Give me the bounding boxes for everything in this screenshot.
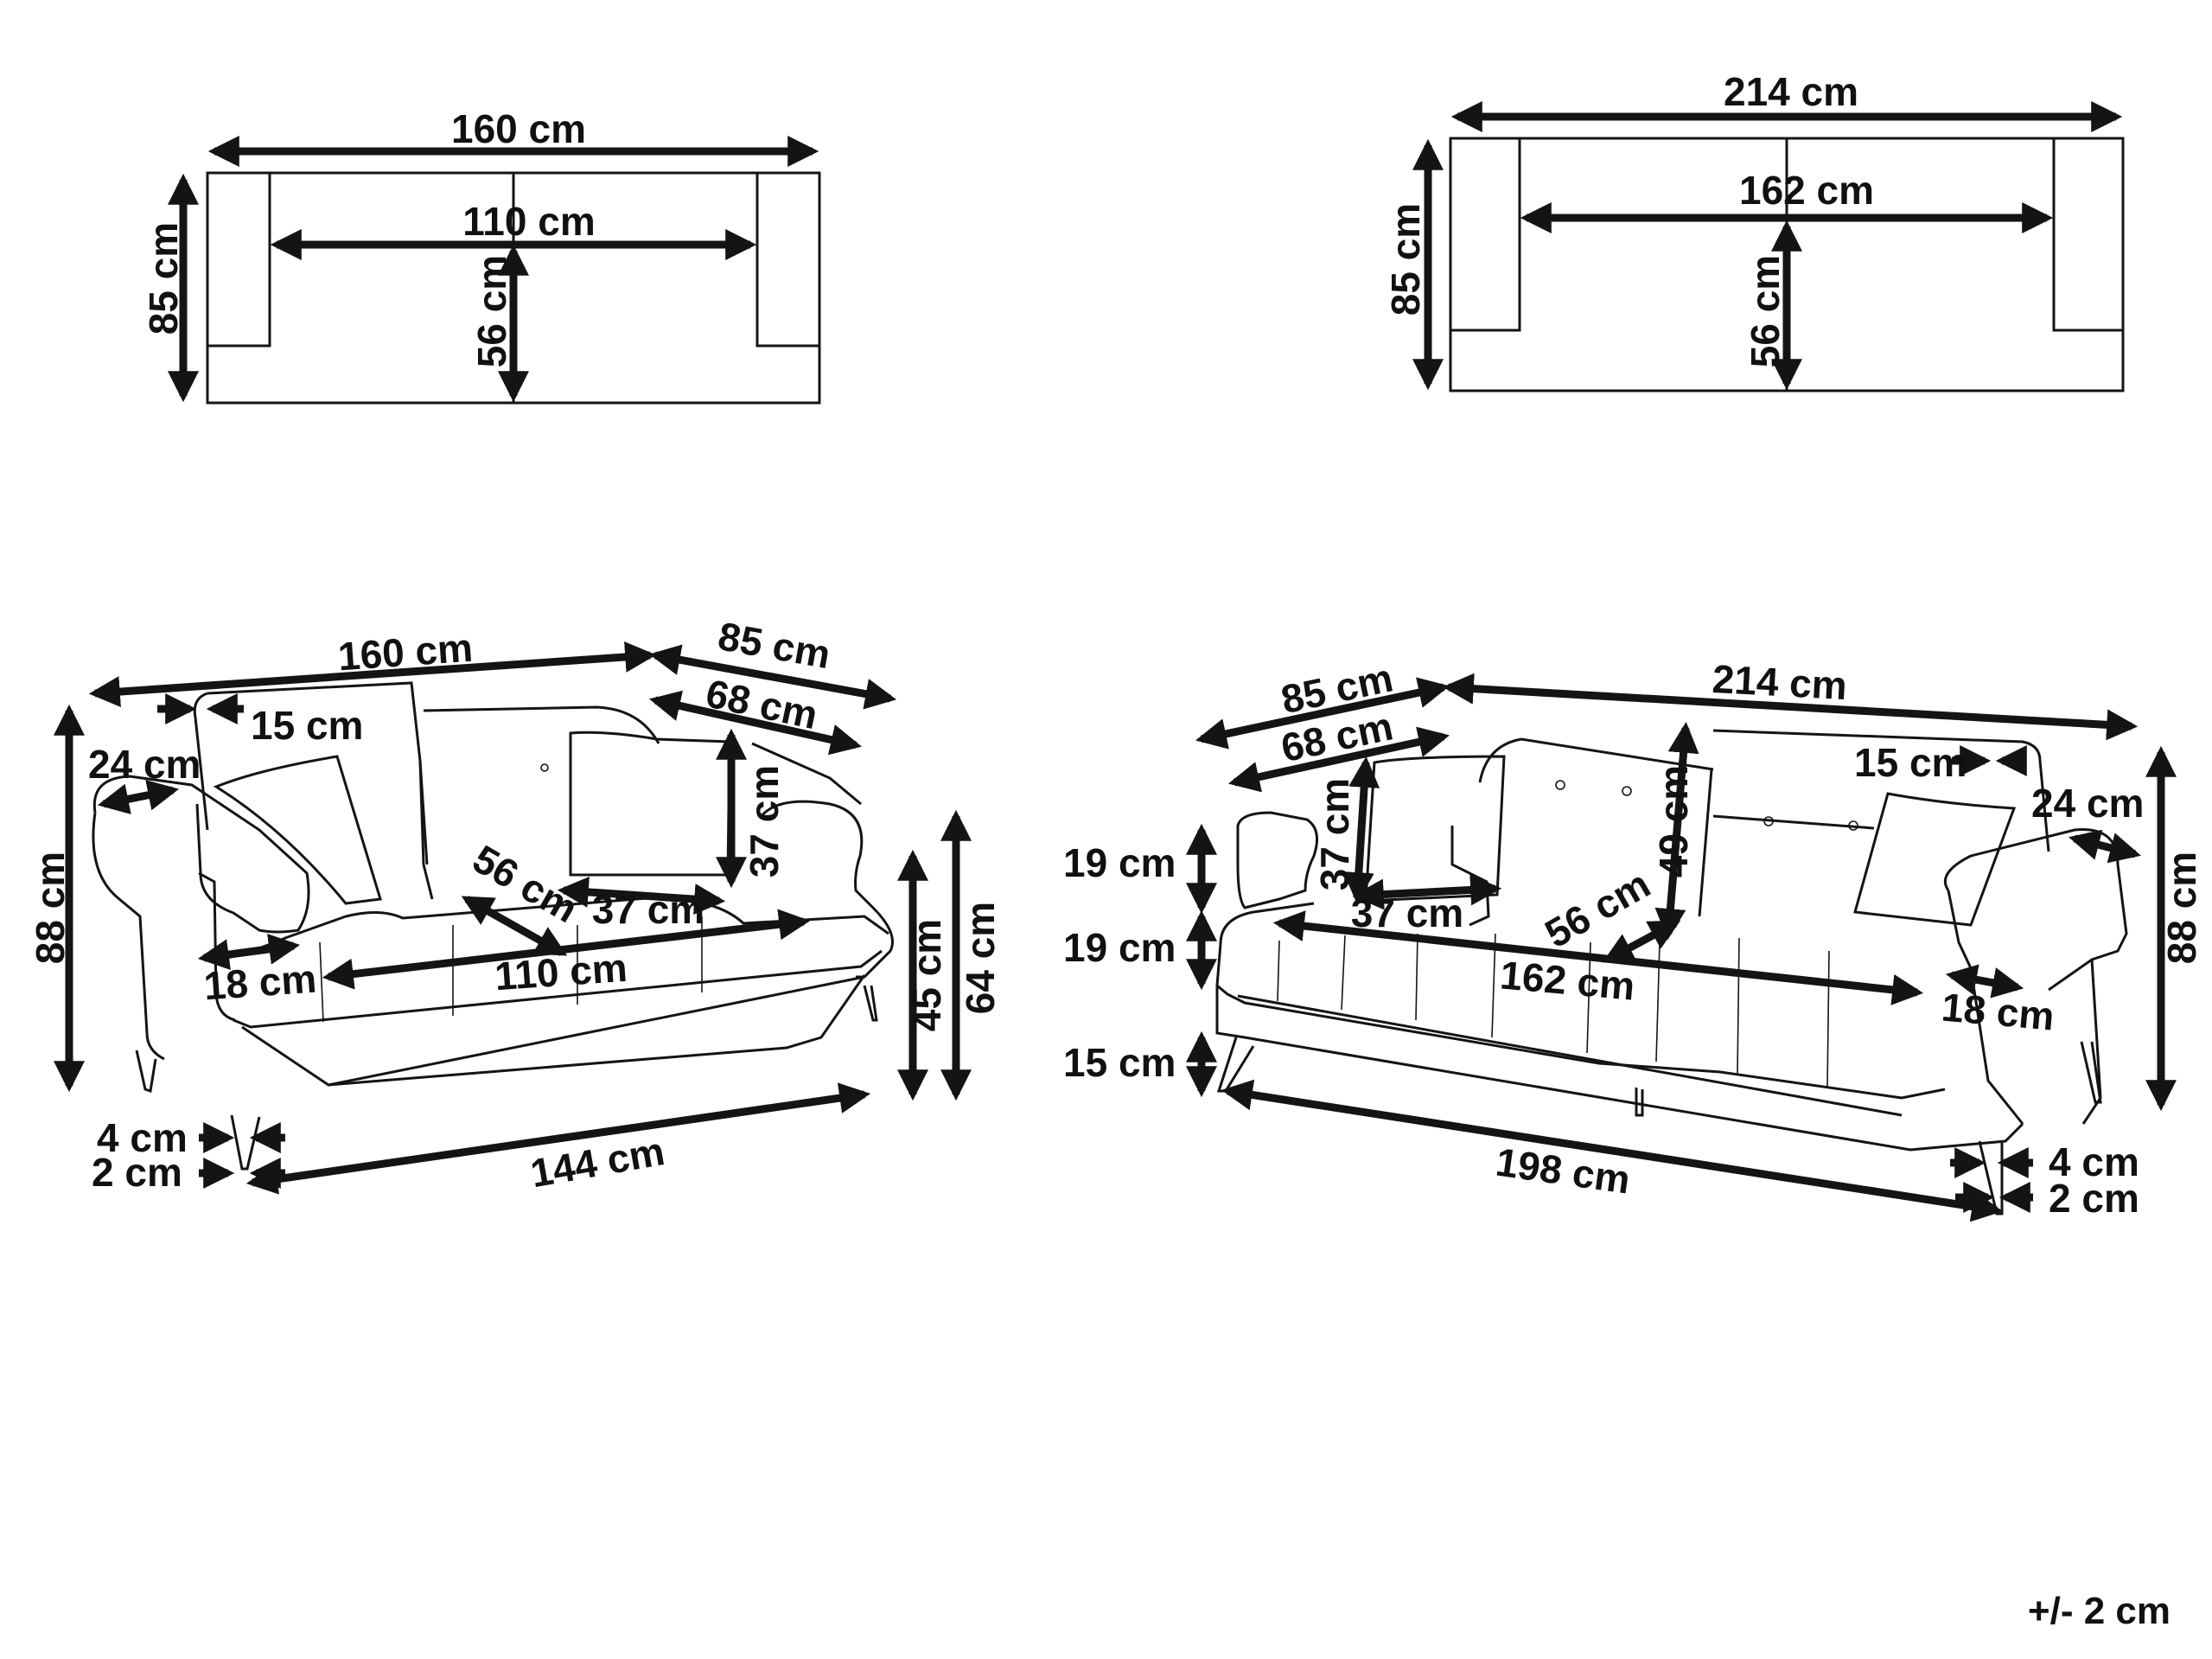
loveseat-pillow-width-label: 37 cm <box>592 887 704 932</box>
loveseat-leg-top-label: 4 cm <box>97 1115 188 1160</box>
sofa-top-depth: 85 cm <box>1383 203 1428 316</box>
sofa-leg-height-label: 15 cm <box>1063 1040 1176 1085</box>
sofa-backrest-label: 15 cm <box>1854 740 1967 785</box>
loveseat-top-view: 160 cm 110 cm 85 cm 56 cm <box>141 106 821 405</box>
loveseat-top-width: 160 cm <box>451 106 586 151</box>
sofa-perspective: 85 cm 68 cm 214 cm 15 cm 24 cm 88 cm 37 … <box>1063 654 2204 1222</box>
loveseat-top-seat-width: 110 cm <box>462 199 595 244</box>
loveseat-width-label: 160 cm <box>336 625 474 680</box>
sofa-top-seat-depth: 56 cm <box>1743 255 1788 367</box>
sofa-arm-above-seat-label: 19 cm <box>1063 840 1176 885</box>
loveseat-top-depth: 85 cm <box>141 222 186 335</box>
loveseat-seat-height-label: 45 cm <box>904 919 949 1031</box>
sofa-backrest-height-label: 49 cm <box>1651 765 1696 877</box>
sofa-leg-bottom-label: 2 cm <box>2049 1176 2139 1221</box>
sofa-armrest-top-label: 24 cm <box>2031 781 2144 826</box>
loveseat-perspective: 160 cm 85 cm 68 cm 15 cm 24 cm 88 cm 37 … <box>28 613 1003 1196</box>
sofa-height-label: 88 cm <box>2159 852 2204 964</box>
sofa-pillow-width-label: 37 cm <box>1351 890 1463 935</box>
loveseat-backrest-label: 15 cm <box>251 703 363 748</box>
sofa-armrest-width-label: 18 cm <box>1940 984 2056 1038</box>
sofa-top-width: 214 cm <box>1724 69 1858 114</box>
loveseat-pillow-height-label: 37 cm <box>742 765 787 877</box>
sofa-width-label: 214 cm <box>1712 656 1849 708</box>
loveseat-seat-depth-label: 56 cm <box>466 836 586 931</box>
sofa-leg-top-label: 4 cm <box>2049 1139 2139 1184</box>
sofa-top-view: 214 cm 162 cm 85 cm 56 cm <box>1383 69 2125 392</box>
loveseat-leg-bottom-label: 2 cm <box>92 1150 182 1195</box>
sofa-seat-cushion-label: 19 cm <box>1063 925 1176 970</box>
loveseat-arm-height-label: 64 cm <box>958 902 1003 1014</box>
loveseat-armrest-width-label: 18 cm <box>202 956 318 1009</box>
loveseat-top-seat-depth: 56 cm <box>469 255 514 367</box>
loveseat-seat-width-label: 110 cm <box>494 945 629 999</box>
loveseat-height-label: 88 cm <box>28 852 73 964</box>
tolerance-note: +/- 2 cm <box>2027 1590 2171 1632</box>
sofa-pillow-height-label: 37 cm <box>1312 778 1357 890</box>
loveseat-armrest-top-label: 24 cm <box>88 742 201 787</box>
sofa-top-seat-width: 162 cm <box>1739 168 1874 213</box>
